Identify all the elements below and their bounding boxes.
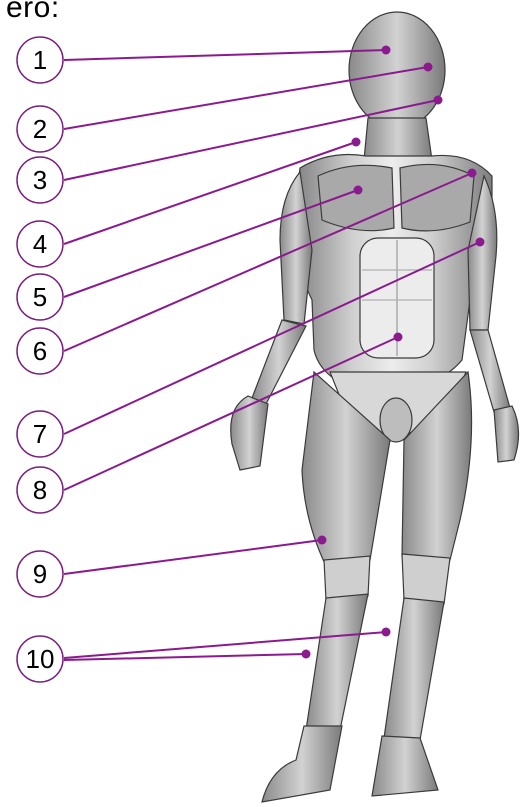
marker-label-8: 8	[33, 475, 47, 505]
leader-dot-1	[382, 46, 391, 55]
pectoral-right	[400, 164, 474, 230]
marker-label-9: 9	[33, 559, 47, 589]
marker-label-7: 7	[33, 419, 47, 449]
leader-dot-5	[354, 186, 363, 195]
left-foot	[262, 726, 342, 802]
right-forearm	[470, 330, 510, 412]
left-hand	[231, 396, 268, 470]
marker-label-1: 1	[33, 45, 47, 75]
right-shin	[384, 598, 444, 740]
leader-line-1	[64, 50, 386, 60]
leader-dot-10a	[382, 628, 391, 637]
marker-label-6: 6	[33, 336, 47, 366]
marker-label-2: 2	[33, 114, 47, 144]
neck	[364, 118, 432, 160]
left-shin	[306, 594, 368, 730]
right-knee	[402, 554, 450, 604]
leader-dot-9	[318, 536, 327, 545]
marker-8: 8	[17, 467, 63, 513]
marker-5: 5	[17, 274, 63, 320]
right-hand	[494, 406, 519, 462]
marker-2: 2	[17, 106, 63, 152]
leader-dot-3	[434, 96, 443, 105]
marker-label-5: 5	[33, 282, 47, 312]
leader-dot-10b	[302, 650, 311, 659]
marker-4: 4	[17, 221, 63, 267]
leader-dot-2	[424, 63, 433, 72]
human-muscle-figure	[231, 12, 519, 802]
leader-dot-7	[476, 238, 485, 247]
leader-line-9	[64, 540, 322, 574]
leader-dot-8	[394, 333, 403, 342]
marker-3: 3	[17, 157, 63, 203]
pectoral-left	[318, 165, 394, 230]
marker-label-10: 10	[26, 644, 55, 674]
leader-dot-4	[352, 138, 361, 147]
leader-dot-6	[468, 169, 477, 178]
right-foot	[372, 736, 438, 796]
marker-9: 9	[17, 551, 63, 597]
marker-label-3: 3	[33, 165, 47, 195]
marker-label-4: 4	[33, 229, 47, 259]
number-markers: 1 2 3 4 5 6 7	[17, 37, 63, 682]
marker-1: 1	[17, 37, 63, 83]
marker-6: 6	[17, 328, 63, 374]
marker-7: 7	[17, 411, 63, 457]
marker-10: 10	[17, 636, 63, 682]
left-knee	[324, 556, 370, 600]
